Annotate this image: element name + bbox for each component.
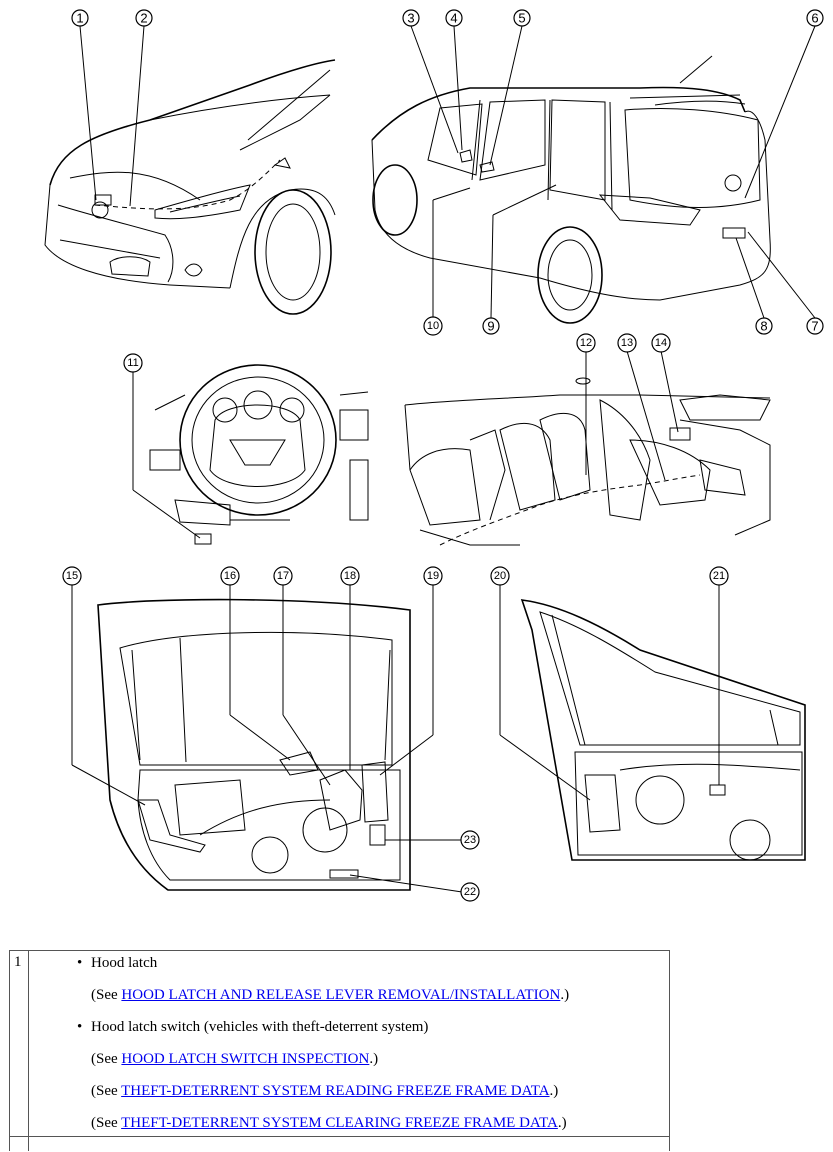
table-row (9, 1136, 670, 1151)
callout-19: 19 (423, 566, 443, 586)
callout-22: 22 (460, 882, 480, 902)
see-suffix: .) (549, 1083, 559, 1099)
front-vehicle-drawing (44, 59, 336, 315)
callout-7-label: 7 (811, 319, 818, 334)
callout-8-label: 8 (760, 319, 767, 334)
callout-1-label: 1 (76, 11, 83, 26)
callout-23-label: 23 (464, 834, 476, 846)
callout-6-label: 6 (811, 11, 818, 26)
callout-2: 2 (135, 9, 153, 27)
callout-14-label: 14 (655, 337, 667, 349)
callout-7: 7 (806, 317, 824, 335)
parts-location-illustration: 1 2 3 4 5 6 7 8 9 10 11 12 13 14 15 16 1… (44, 9, 824, 902)
callout-9-label: 9 (487, 319, 494, 334)
see-suffix: .) (560, 987, 570, 1003)
parts-table: 1 Hood latch (See HOOD LATCH AND RELEASE… (9, 950, 670, 1151)
link-reading-freeze-frame-data[interactable]: THEFT-DETERRENT SYSTEM READING FREEZE FR… (121, 1083, 550, 1099)
see-reference-2: (See HOOD LATCH SWITCH INSPECTION.) (91, 1051, 669, 1068)
table-row: 1 Hood latch (See HOOD LATCH AND RELEASE… (9, 950, 670, 1137)
callout-6: 6 (806, 9, 824, 27)
see-reference-1: (See HOOD LATCH AND RELEASE LEVER REMOVA… (91, 987, 669, 1004)
row-index: 1 (9, 950, 29, 1137)
instrument-panel-drawing (149, 364, 369, 545)
callout-19-label: 19 (427, 570, 439, 582)
callout-21: 21 (709, 566, 729, 586)
callout-5: 5 (513, 9, 531, 27)
callout-18-label: 18 (344, 570, 356, 582)
callout-10-label: 10 (427, 320, 439, 332)
callout-9: 9 (482, 317, 500, 335)
callout-12-label: 12 (580, 337, 592, 349)
row-description: Hood latch (See HOOD LATCH AND RELEASE L… (28, 950, 670, 1137)
see-reference-4: (See THEFT-DETERRENT SYSTEM CLEARING FRE… (91, 1115, 669, 1132)
callout-17: 17 (273, 566, 293, 586)
callout-12: 12 (576, 333, 596, 353)
row-index (9, 1136, 29, 1151)
callout-11-label: 11 (127, 357, 138, 369)
callout-3-label: 3 (407, 11, 414, 26)
see-reference-3: (See THEFT-DETERRENT SYSTEM READING FREE… (91, 1083, 669, 1100)
list-item-hood-latch: Hood latch (77, 955, 669, 972)
callout-20: 20 (490, 566, 510, 586)
callout-11: 11 (123, 353, 143, 373)
see-suffix: .) (557, 1115, 567, 1131)
rear-vehicle-drawing (371, 55, 771, 324)
callout-21-label: 21 (713, 570, 725, 582)
callout-13-label: 13 (621, 337, 633, 349)
callout-8: 8 (755, 317, 773, 335)
parts-location-svg: 1 2 3 4 5 6 7 8 9 10 11 12 13 14 15 16 1… (44, 9, 824, 902)
callout-14: 14 (651, 333, 671, 353)
link-hood-latch-removal[interactable]: HOOD LATCH AND RELEASE LEVER REMOVAL/INS… (121, 987, 561, 1003)
cabin-interior-drawing (404, 377, 771, 546)
callout-5-label: 5 (518, 11, 525, 26)
list-item-hood-latch-switch: Hood latch switch (vehicles with theft-d… (77, 1019, 669, 1036)
callout-1: 1 (71, 9, 89, 27)
callout-22-label: 22 (464, 886, 476, 898)
see-suffix: .) (369, 1051, 379, 1067)
see-prefix: (See (91, 1051, 122, 1067)
callout-17-label: 17 (277, 570, 289, 582)
callout-4-label: 4 (450, 11, 457, 26)
callout-2-label: 2 (140, 11, 147, 26)
front-door-inner-drawing (520, 599, 806, 861)
rear-door-inner-drawing (97, 598, 411, 891)
callout-16: 16 (220, 566, 240, 586)
callout-15-label: 15 (66, 570, 78, 582)
row-description (28, 1136, 670, 1151)
callout-15: 15 (62, 566, 82, 586)
callout-16-label: 16 (224, 570, 236, 582)
callout-13: 13 (617, 333, 637, 353)
see-prefix: (See (91, 1115, 122, 1131)
callout-4: 4 (445, 9, 463, 27)
link-hood-latch-switch-inspection[interactable]: HOOD LATCH SWITCH INSPECTION (121, 1051, 370, 1067)
callout-3: 3 (402, 9, 420, 27)
callout-18: 18 (340, 566, 360, 586)
leader-lines (71, 25, 816, 893)
callout-20-label: 20 (494, 570, 506, 582)
link-clearing-freeze-frame-data[interactable]: THEFT-DETERRENT SYSTEM CLEARING FREEZE F… (121, 1115, 558, 1131)
callout-23: 23 (460, 830, 480, 850)
callout-10: 10 (423, 316, 443, 336)
see-prefix: (See (91, 1083, 122, 1099)
description-list: Hood latch (See HOOD LATCH AND RELEASE L… (35, 955, 669, 1132)
see-prefix: (See (91, 987, 122, 1003)
